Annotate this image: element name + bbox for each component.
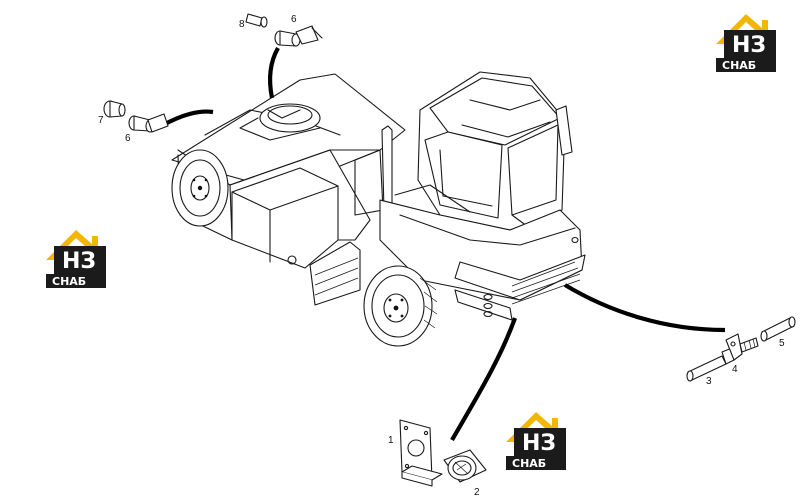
callout-5: 5 <box>779 338 785 349</box>
connector-icon <box>760 316 796 342</box>
logo-dark-block <box>54 246 106 274</box>
logo-left: НЗ СНАБ <box>46 230 106 288</box>
callout-6-top: 6 <box>291 14 297 25</box>
leader-lines <box>162 46 726 442</box>
front-body <box>379 184 586 321</box>
mounting-bracket-icon <box>399 419 443 487</box>
fuel-tank <box>231 167 339 269</box>
cab <box>417 71 573 233</box>
callout-labels: 1 2 3 4 5 6 6 7 8 <box>98 14 785 498</box>
fitting-icon-2 <box>128 113 169 133</box>
logo-bottom: НЗ СНАБ <box>506 412 566 470</box>
logo-bottom-bar <box>506 456 566 470</box>
logo-bottom-text: СНАБ <box>52 275 86 288</box>
logo-top-text: НЗ <box>732 33 766 58</box>
logo-dark-block <box>724 30 776 58</box>
fitting-icon <box>274 25 323 47</box>
callout-8: 8 <box>239 19 245 30</box>
callout-3: 3 <box>706 376 712 387</box>
logo-bottom-bar <box>46 274 106 288</box>
plug-pin-icon <box>245 13 268 28</box>
truck-tractor-drawing <box>171 71 586 347</box>
callout-1: 1 <box>388 435 394 446</box>
logo-bottom-text: СНАБ <box>722 59 756 72</box>
fifth-wheel <box>239 103 321 141</box>
logo-bottom-bar <box>716 58 776 72</box>
logo-top-text: НЗ <box>522 431 556 456</box>
logo-top-text: НЗ <box>62 249 96 274</box>
logo-dark-block <box>514 428 566 456</box>
callout-4: 4 <box>732 364 738 375</box>
logo-top-right: НЗ СНАБ <box>716 14 776 72</box>
air-coupling-icon <box>103 100 126 118</box>
callout-6-left: 6 <box>125 133 131 144</box>
front-wheel <box>363 265 438 347</box>
callout-7: 7 <box>98 115 104 126</box>
rear-wheel <box>171 149 229 227</box>
logo-bottom-text: СНАБ <box>512 457 546 470</box>
callout-2: 2 <box>474 487 480 498</box>
clip-icon <box>725 333 759 361</box>
trailer-socket-icon <box>443 449 487 483</box>
